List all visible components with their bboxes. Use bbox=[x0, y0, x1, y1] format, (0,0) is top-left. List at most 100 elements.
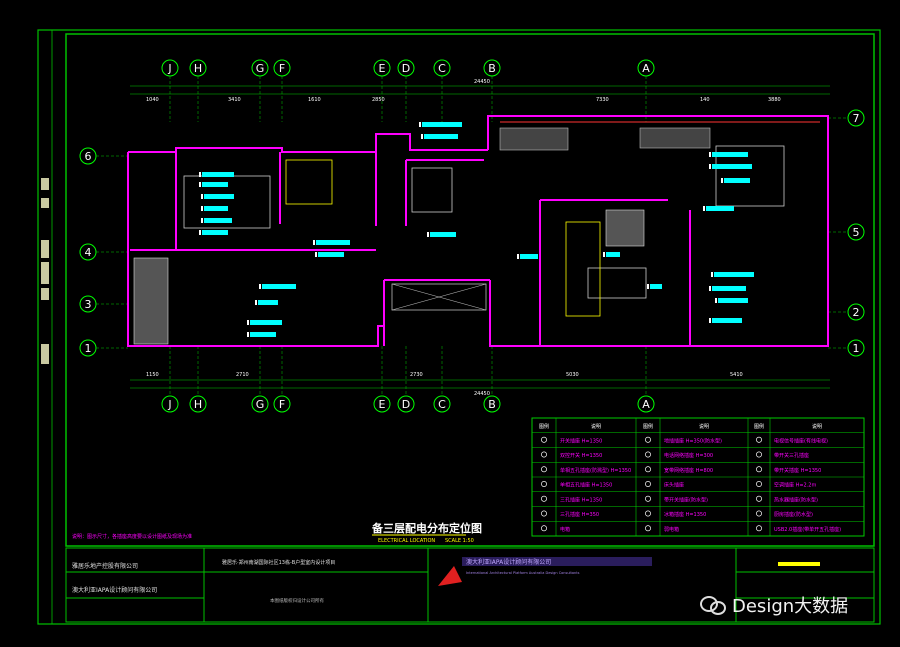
socket-tag bbox=[650, 284, 662, 289]
legend-desc: 热水器插座(防水型) bbox=[774, 496, 818, 503]
legend-symbol-icon bbox=[541, 495, 547, 502]
legend-desc: 单相五孔插座 H=1350 bbox=[560, 482, 612, 489]
wechat-icon bbox=[700, 594, 726, 616]
grid-bubble bbox=[483, 59, 501, 77]
legend-desc: 电箱 bbox=[560, 526, 570, 533]
legend-header-cell: 说明 bbox=[591, 423, 601, 430]
grid-bubble-right bbox=[847, 223, 865, 241]
socket-tag bbox=[202, 230, 228, 235]
legend-symbol-icon bbox=[541, 510, 547, 517]
grid-label: A bbox=[642, 62, 650, 75]
socket-tag-marker bbox=[199, 172, 201, 177]
socket-tag-marker bbox=[201, 206, 203, 211]
watermark: Design大数据 bbox=[700, 592, 848, 618]
grid-bubble bbox=[433, 59, 451, 77]
legend-desc: 电视信号插座(有线电视) bbox=[774, 437, 828, 444]
total-dim-top: 24450 bbox=[474, 79, 490, 85]
legend-desc: 电话网络插座 H=300 bbox=[664, 452, 713, 459]
grid-bubble bbox=[161, 59, 179, 77]
socket-tag-marker bbox=[247, 332, 249, 337]
socket-tag-marker bbox=[709, 152, 711, 157]
grid-bubble bbox=[161, 395, 179, 413]
drawing-subtitle: ELECTRICAL LOCATION bbox=[378, 538, 435, 544]
legend-desc: 带开关插座 H=1350 bbox=[774, 467, 821, 474]
socket-tag bbox=[258, 300, 278, 305]
grid-bubble bbox=[637, 59, 655, 77]
legend-symbol-icon bbox=[645, 495, 651, 502]
socket-tag-marker bbox=[603, 252, 605, 257]
grid-label: D bbox=[402, 62, 410, 75]
grid-bubble bbox=[397, 395, 415, 413]
grid-label: J bbox=[167, 398, 171, 411]
socket-tag bbox=[202, 182, 228, 187]
company-name-en: International Architectural Platform Aus… bbox=[466, 571, 580, 575]
socket-tag bbox=[712, 286, 746, 291]
legend-symbol-icon bbox=[645, 451, 651, 458]
inner-frame bbox=[65, 33, 875, 547]
dim-text-bottom: 1150 bbox=[146, 372, 159, 378]
socket-tag-marker bbox=[421, 134, 423, 139]
grid-label: F bbox=[279, 398, 285, 411]
socket-tag-marker bbox=[199, 182, 201, 187]
legend-symbol-icon bbox=[756, 466, 762, 473]
legend-desc: 三孔插座 H=350 bbox=[560, 511, 599, 518]
drawing-title: 备三层配电分布定位图 bbox=[371, 521, 482, 535]
socket-tag bbox=[520, 254, 538, 259]
socket-tag bbox=[606, 252, 620, 257]
grid-label-right: 7 bbox=[853, 112, 860, 125]
dim-text-bottom: 5410 bbox=[730, 372, 743, 378]
grid-bubble bbox=[433, 395, 451, 413]
company-name-cn: 澳大利亚IAPA设计顾问有限公司 bbox=[466, 558, 551, 566]
socket-tag-marker bbox=[419, 122, 421, 127]
legend-symbol-icon bbox=[756, 481, 762, 487]
legend-symbol-icon bbox=[756, 525, 762, 532]
legend-symbol-icon bbox=[541, 525, 547, 532]
grid-label: F bbox=[279, 62, 285, 75]
legend-symbol-icon bbox=[756, 436, 762, 443]
socket-tag bbox=[204, 206, 228, 211]
legend-symbol-icon bbox=[756, 451, 762, 458]
title-highlight-bar bbox=[778, 562, 820, 566]
floor-plan-walls bbox=[127, 115, 829, 347]
grid-bubble bbox=[483, 395, 501, 413]
socket-tag bbox=[250, 320, 282, 325]
socket-tag bbox=[424, 134, 458, 139]
titleblock-note: 本图纸版权归设计公司所有 bbox=[270, 597, 324, 604]
legend-desc: 双控开关 H=1350 bbox=[560, 452, 602, 459]
legend-desc: 床头插座 bbox=[664, 482, 684, 489]
socket-labels bbox=[199, 122, 754, 337]
dim-text-bottom: 2710 bbox=[236, 372, 249, 378]
socket-tag-marker bbox=[647, 284, 649, 289]
socket-tag bbox=[422, 122, 462, 127]
legend-desc: 宽带网络插座 H=800 bbox=[664, 467, 713, 474]
socket-tag-marker bbox=[709, 318, 711, 323]
legend-desc: 带开关插座(防水型) bbox=[664, 496, 708, 503]
socket-tag-marker bbox=[255, 300, 257, 305]
socket-tag-marker bbox=[201, 218, 203, 223]
legend-symbol-icon bbox=[541, 481, 547, 487]
legend-desc: 地插插座 H=350(防水型) bbox=[664, 437, 722, 444]
grid-bubble bbox=[373, 395, 391, 413]
grid-label-right: 5 bbox=[853, 226, 860, 239]
socket-tag bbox=[712, 152, 748, 157]
project-name: 雅居乐·郑州南湖国际社区13栋-B户型室内设计项目 bbox=[222, 559, 335, 566]
legend-desc: 单相五孔插座(防溅型) H=1350 bbox=[560, 467, 631, 474]
legend-symbol-icon bbox=[645, 510, 651, 517]
dim-text-top: 140 bbox=[700, 97, 710, 103]
dim-text-top: 1040 bbox=[146, 97, 159, 103]
grid-label: G bbox=[256, 62, 265, 75]
socket-tag-marker bbox=[247, 320, 249, 325]
legend-desc: 弱电箱 bbox=[664, 526, 679, 533]
legend-header-cell: 图例 bbox=[539, 423, 549, 430]
grid-label-left: 3 bbox=[85, 298, 92, 311]
legend-desc: 三孔插座 H=1350 bbox=[560, 496, 602, 503]
legend-desc: 空调插座 H=2.2m bbox=[774, 482, 816, 489]
grid-bubble-right bbox=[847, 303, 865, 321]
drawing-scale: SCALE 1:50 bbox=[445, 538, 474, 544]
grid-label-left: 6 bbox=[85, 150, 92, 163]
dim-text-top: 3410 bbox=[228, 97, 241, 103]
socket-tag bbox=[204, 194, 234, 199]
grid-label: E bbox=[379, 62, 386, 75]
